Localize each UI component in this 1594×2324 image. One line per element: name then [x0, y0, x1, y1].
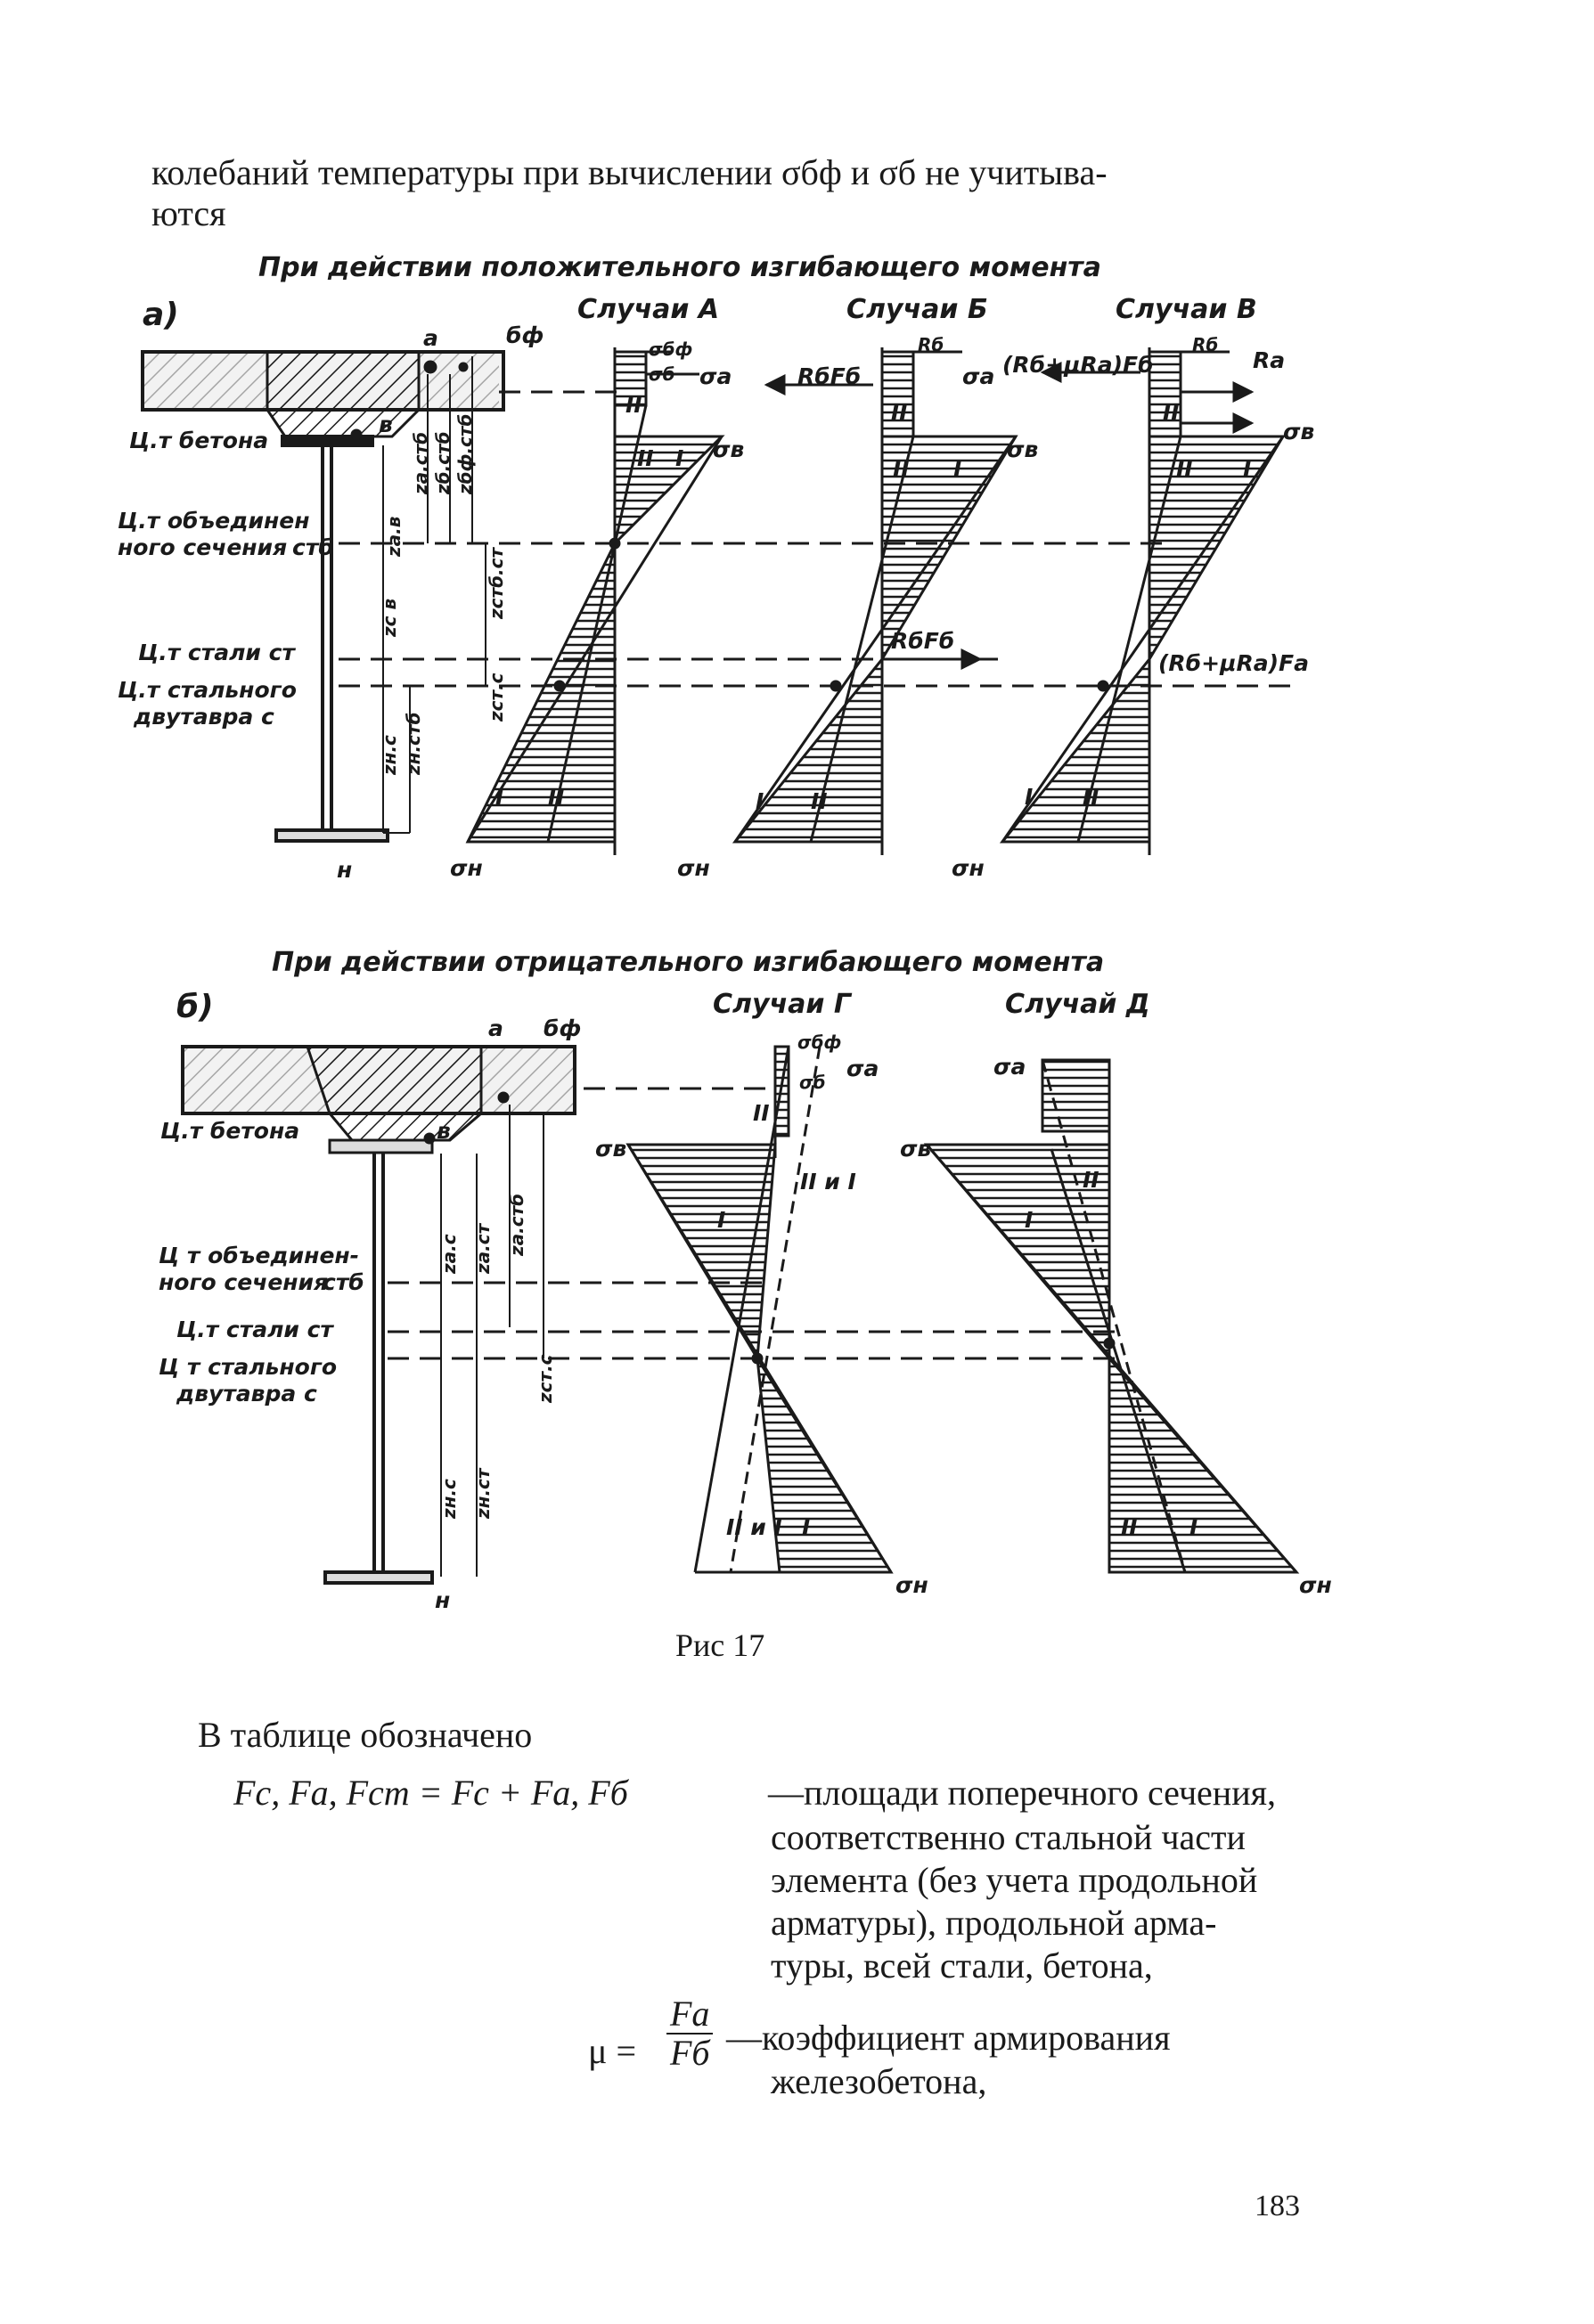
ct-beam-label-1: Ц.т стального — [118, 677, 297, 703]
frac-numerator: Fа — [666, 1995, 714, 2035]
zone-I-v-low: I — [1025, 784, 1034, 810]
diagram-case-b — [732, 347, 1018, 855]
label-n-b: н — [435, 1587, 451, 1613]
label-n: н — [337, 857, 353, 883]
diagram-case-g — [625, 1045, 894, 1574]
ct-combined-label-2: ного сечения — [118, 534, 288, 560]
def2-line-2: железобетона, — [771, 2061, 987, 2101]
sigma-n-g: σн — [895, 1572, 928, 1598]
def1-line-1: —площади поперечного сечения, — [768, 1773, 1277, 1813]
figure-b-caption: При действии отрицательного изгибающего … — [272, 947, 1105, 978]
label-bf: бф — [506, 322, 544, 348]
ct-beam-label-2: двутавра с — [134, 704, 274, 730]
sigma-a-g: σа — [846, 1056, 879, 1081]
ct-combined-b-2: ного сечения — [159, 1269, 329, 1295]
case-g-title: Случаи Г — [713, 989, 851, 1020]
def1-line-2: соответственно стальной части — [771, 1817, 1246, 1857]
ct-steel-label: Ц.т стали ст — [138, 640, 295, 665]
diagram-case-v — [999, 347, 1286, 855]
zone-II-g-top: II — [753, 1100, 770, 1126]
def2-line-1: —коэффициент армирования — [726, 2018, 1171, 2058]
label-a: а — [423, 325, 438, 351]
ct-combined-b-1: Ц т объединен- — [159, 1243, 360, 1268]
frac-denominator: Fб — [669, 2033, 710, 2073]
def1-line-3: элемента (без учета продольной — [771, 1860, 1258, 1900]
mu-fraction: Fа Fб — [666, 1995, 714, 2073]
zone-IIandI-g-top: II и I — [800, 1169, 856, 1195]
ct-concrete-label: Ц.т бетона — [129, 428, 269, 453]
force-steel-v: (Rб+μRа)Fа — [1158, 650, 1309, 676]
ct-beam-b-1: Ц т стального — [159, 1354, 338, 1380]
stb-label: стб — [292, 534, 334, 560]
sigma-n-b: σн — [677, 855, 710, 881]
def1-line-4: арматуры), продольной арма- — [771, 1903, 1217, 1943]
sigma-n-v: σн — [952, 855, 985, 881]
case-d-title: Случай Д — [1005, 989, 1150, 1020]
sigma-bf-a: σбф — [649, 338, 693, 360]
sigma-a-d: σа — [993, 1054, 1026, 1080]
case-v-title: Случаи В — [1116, 294, 1257, 325]
ct-concrete-label-b: Ц.т бетона — [160, 1118, 300, 1144]
sigma-n-a: σн — [450, 855, 483, 881]
figure-a-caption: При действии положительного изгибающего … — [258, 252, 1101, 283]
figure-a-panel-label: а) — [143, 297, 179, 333]
intro-line-2: ются — [151, 193, 226, 233]
sigma-n-d: σн — [1299, 1572, 1332, 1598]
mu-symbol: μ = — [588, 2031, 637, 2071]
def1-symbols: Fс, Fа, Fст = Fс + Fа, Fб — [233, 1773, 628, 1813]
ct-steel-label-b: Ц.т стали ст — [176, 1317, 333, 1342]
zone-I-b-low: I — [756, 788, 764, 814]
ct-combined-label-1: Ц.т объединен — [118, 508, 310, 534]
section-a — [141, 350, 505, 843]
sigma-v-v: σв — [1283, 419, 1315, 444]
ct-beam-b-2: двутавра с — [176, 1381, 317, 1407]
intro-line-1: колебаний температуры при вычислении σбф… — [151, 152, 1108, 192]
stb-label-b: стб — [323, 1269, 364, 1295]
sigma-v-d: σв — [900, 1136, 932, 1162]
diagram-case-d — [923, 1058, 1300, 1574]
section-b — [181, 1045, 576, 1585]
diagram-case-a — [465, 347, 725, 855]
force-rbfb-steel: RбFб — [891, 628, 955, 654]
label-a-b: а — [488, 1015, 503, 1041]
sigma-v-g: σв — [595, 1136, 627, 1162]
case-b-title: Случаи Б — [846, 294, 988, 325]
label-bf-b: бф — [544, 1015, 582, 1041]
legend-title: В таблице обозначено — [198, 1715, 533, 1755]
figure-caption: Рис 17 — [675, 1627, 765, 1663]
sigma-a-b: σа — [962, 363, 995, 389]
sigma-a-a: σа — [699, 363, 732, 389]
page-number: 183 — [1255, 2189, 1300, 2222]
def1-line-5: туры, всей стали, бетона, — [771, 1945, 1153, 1986]
case-a-title: Случаи А — [577, 294, 720, 325]
ra-v: Rа — [1253, 347, 1286, 373]
figure-b-panel-label: б) — [176, 989, 214, 1025]
